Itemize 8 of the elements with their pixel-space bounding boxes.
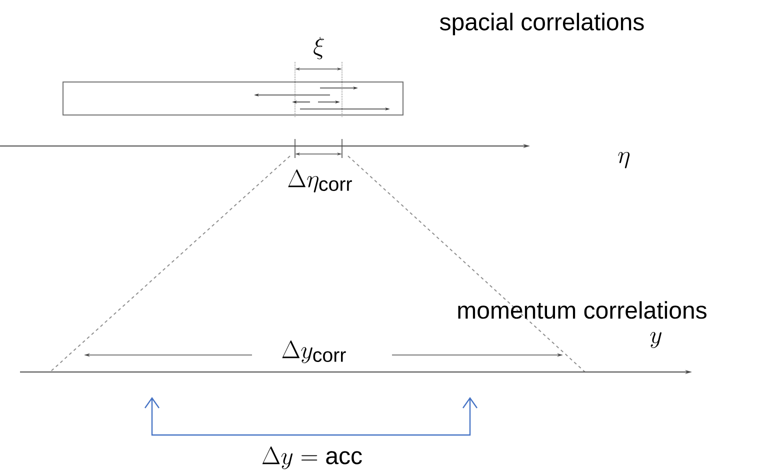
annotation-text: momentum correlations (458, 301, 706, 319)
math-label: $\Delta y_{\mathrm{corr}}$ (282, 340, 346, 364)
annotation-text: spacial correlations (440, 12, 644, 36)
axis-label: $y$ (650, 332, 662, 348)
math-label: $\Delta y = \mathrm{acc}$ (262, 446, 362, 470)
axis-label: $\eta$ (618, 152, 630, 168)
math-label: $\Delta\eta_{\mathrm{corr}}$ (288, 170, 352, 192)
math-label: $\xi$ (314, 36, 324, 60)
